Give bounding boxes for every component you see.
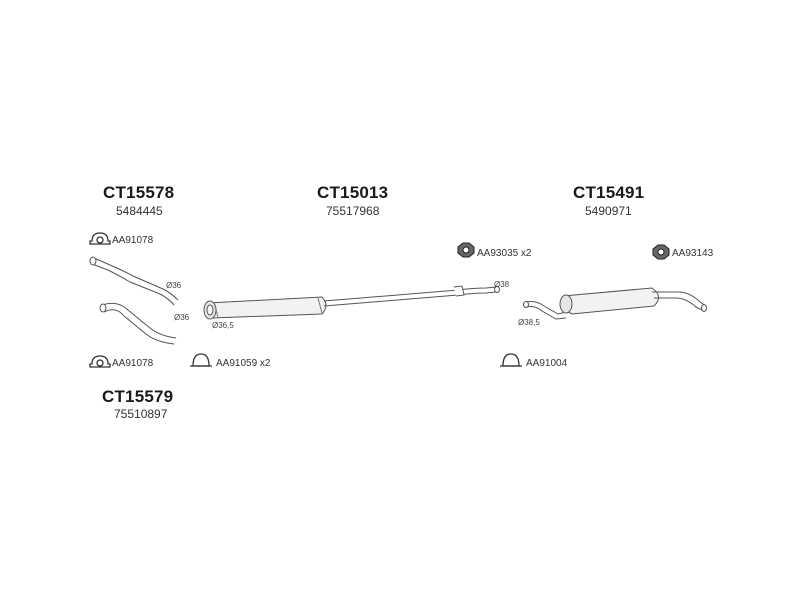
part-label-nut-rear: AA93143	[672, 248, 714, 259]
clamp-icon-lower	[89, 355, 111, 368]
group-code-rear: CT15491	[573, 183, 645, 202]
nut-icon-mid	[457, 242, 475, 258]
part-label-clamp-rear: AA91004	[526, 358, 568, 369]
part-label-nut-mid: AA93035 x2	[477, 248, 532, 259]
front-pipe-lower	[99, 302, 177, 345]
part-label-clamp-lower: AA91078	[112, 358, 154, 369]
clamp-icon-rear	[500, 353, 522, 367]
dimension-label: Ø36	[174, 313, 190, 322]
group-ref-middle: 75517968	[326, 204, 380, 218]
dimension-label: Ø36	[166, 281, 182, 290]
part-label-clamp-upper: AA91078	[112, 235, 154, 246]
clamp-icon-upper	[89, 232, 111, 245]
middle-pipe	[323, 285, 500, 307]
middle-muffler	[203, 296, 327, 320]
dimension-label: Ø38,5	[518, 318, 540, 327]
dimension-label: Ø38	[494, 280, 510, 289]
rear-silencer	[523, 287, 707, 320]
front-pipe-upper	[89, 256, 179, 306]
nut-icon-rear	[652, 244, 670, 260]
group-ref-front-upper: 5484445	[116, 204, 163, 218]
group-code-front-lower: CT15579	[102, 387, 174, 406]
group-code-front-upper: CT15578	[103, 183, 175, 202]
group-ref-rear: 5490971	[585, 204, 632, 218]
group-ref-front-lower: 75510897	[114, 407, 168, 421]
group-code-middle: CT15013	[317, 183, 389, 202]
part-label-clamp-mid: AA91059 x2	[216, 358, 271, 369]
dimension-label: Ø36,5	[212, 321, 234, 330]
clamp-icon-mid	[190, 353, 212, 367]
